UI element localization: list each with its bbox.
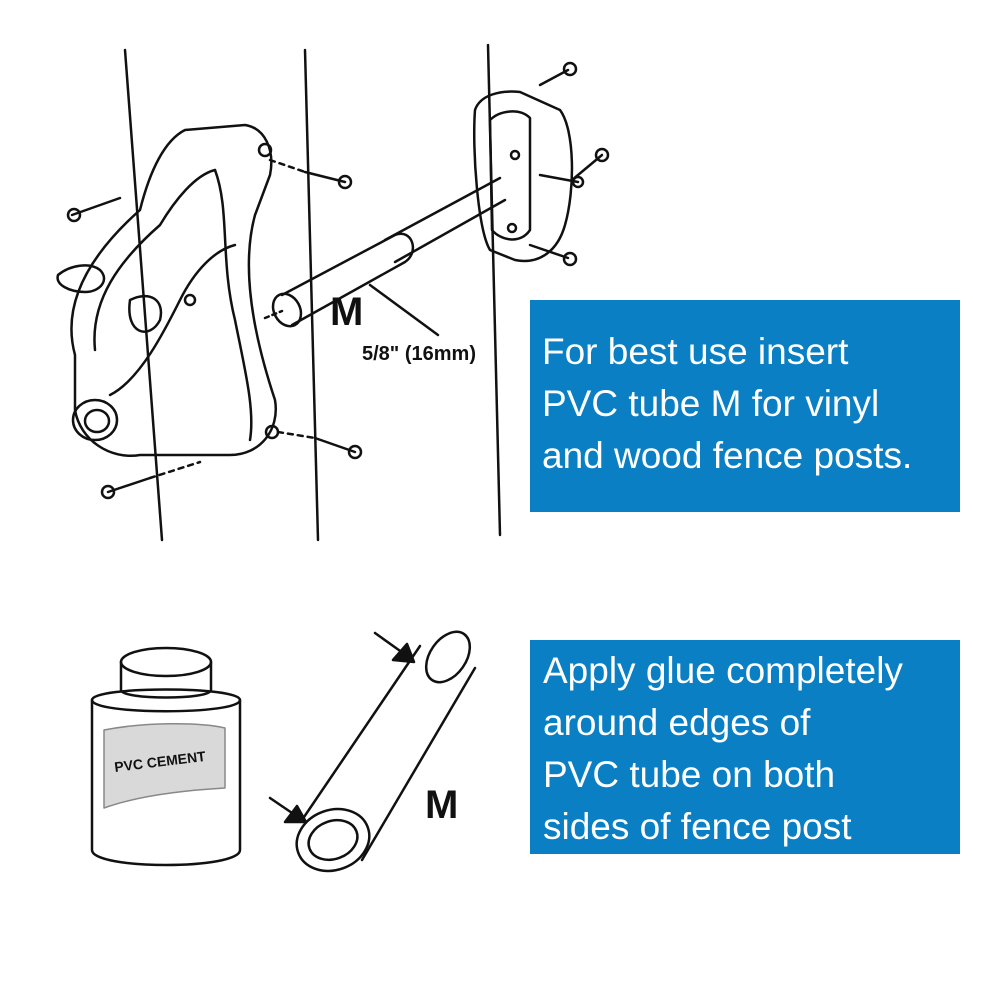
glue-arrow-bottom: [268, 796, 308, 824]
keeper-bracket: [472, 90, 574, 263]
glue-arrow-top: [373, 631, 416, 664]
pvc-tube-top: [263, 232, 440, 337]
pvc-cement-can: [90, 646, 242, 867]
callout-insert-tube: For best use insert PVC tube M for vinyl…: [530, 300, 960, 512]
screw-group-left: [66, 158, 363, 500]
callout-1-line-1: For best use insert: [542, 331, 849, 372]
callout-2-line-1: Apply glue completely: [543, 650, 903, 691]
tube-label-bottom: M: [425, 783, 458, 827]
callout-1-line-3: and wood fence posts.: [542, 435, 913, 476]
callout-1-line-2: PVC tube M for vinyl: [542, 383, 880, 424]
callout-2-line-4: sides of fence post: [543, 806, 852, 847]
latch-rod: [383, 176, 507, 264]
callout-2-line-3: PVC tube on both: [543, 754, 836, 795]
pvc-tube-bottom: [295, 630, 477, 873]
latch-body: [56, 123, 280, 458]
fence-post: [123, 43, 502, 542]
callout-apply-glue: Apply glue completely around edges of PV…: [530, 640, 960, 854]
callout-2-line-2: around edges of: [543, 702, 811, 743]
tube-label-top: M: [330, 290, 363, 334]
screw-group-right: [528, 61, 610, 267]
tube-size-label: 5/8" (16mm): [362, 343, 476, 365]
